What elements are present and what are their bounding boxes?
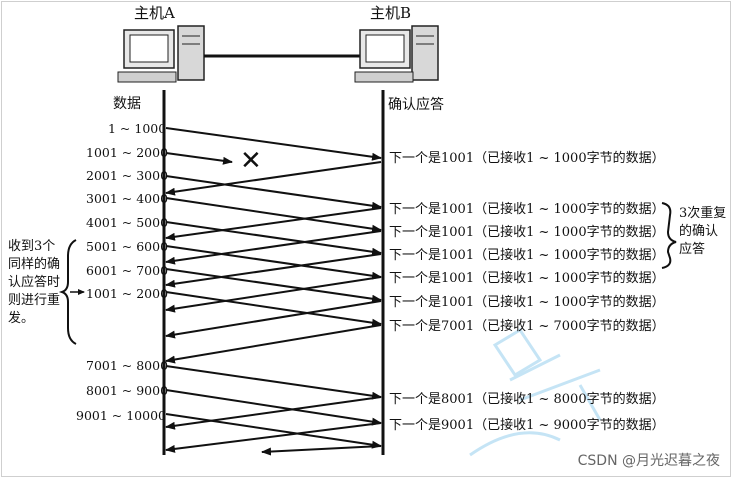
data-arrow: [165, 268, 382, 303]
ack-label: 下一个是1001（已接收1 ~ 1000字节的数据）: [389, 271, 665, 286]
host-a-label: 主机A: [134, 4, 175, 22]
segment-label: 7001 ~ 8000: [86, 358, 169, 373]
data-arrow: [165, 389, 382, 426]
segment-label: 1 ~ 1000: [108, 121, 167, 136]
retransmit-brace: [58, 239, 77, 345]
segment-label: 2001 ~ 3000: [86, 168, 169, 183]
ack-arrow: [165, 207, 382, 241]
ack-label: 下一个是1001（已接收1 ~ 1000字节的数据）: [389, 295, 665, 310]
watermark: CSDN @月光迟暮之夜: [577, 453, 720, 469]
ack-arrow: [165, 396, 382, 430]
triple-ack-note: 3次重复的确认应答: [679, 206, 727, 257]
ack-label: 下一个是1001（已接收1 ~ 1000字节的数据）: [389, 202, 665, 217]
segment-label: 8001 ~ 9000: [86, 383, 169, 398]
host-b-label: 主机B: [370, 4, 412, 22]
ack-label: 下一个是7001（已接收1 ~ 7000字节的数据）: [389, 319, 665, 334]
ack-arrow: [165, 161, 382, 196]
ack-arrow: [165, 230, 382, 265]
ack-arrow: [165, 422, 382, 453]
triple-ack-brace: [661, 202, 677, 269]
data-arrow: [165, 127, 382, 161]
data-arrow: [165, 175, 382, 210]
ack-arrow: [165, 300, 382, 339]
data-arrow: [165, 291, 382, 327]
ack-label: 下一个是1001（已接收1 ~ 1000字节的数据）: [389, 151, 665, 166]
data-arrow: [165, 365, 382, 400]
segment-label: 6001 ~ 7000: [86, 263, 169, 278]
data-column-label: 数据: [113, 96, 141, 112]
data-arrow: [165, 197, 382, 233]
ack-arrow: [165, 253, 382, 288]
segment-label: 1001 ~ 2000: [86, 286, 169, 301]
data-arrow-lost: [165, 152, 233, 165]
ack-label: 下一个是1001（已接收1 ~ 1000字节的数据）: [389, 225, 665, 240]
segment-label: 4001 ~ 5000: [86, 215, 169, 230]
lost-segment-x-icon: ✕: [240, 146, 262, 176]
ack-arrow: [261, 445, 382, 456]
ack-label: 下一个是9001（已接收1 ~ 9000字节的数据）: [389, 418, 665, 433]
computer-b-icon: [354, 25, 439, 83]
retransmit-note: 收到3个同样的确认应答时则进行重发。: [8, 239, 61, 326]
ack-label: 下一个是8001（已接收1 ~ 8000字节的数据）: [389, 392, 665, 407]
data-arrow: [165, 245, 382, 280]
segment-label: 1001 ~ 2000: [86, 145, 169, 160]
ack-column-label: 确认应答: [388, 97, 444, 113]
ack-label: 下一个是1001（已接收1 ~ 1000字节的数据）: [389, 248, 665, 263]
computer-a-icon: [117, 25, 205, 83]
data-arrow: [165, 221, 382, 256]
ack-arrow: [165, 324, 382, 364]
segment-label: 9001 ~ 10000: [76, 408, 166, 423]
data-arrow: [165, 413, 382, 449]
segment-label: 3001 ~ 4000: [86, 191, 169, 206]
hosts-graphics: [117, 25, 439, 83]
ack-arrow: [165, 276, 382, 313]
segment-label: 5001 ~ 6000: [86, 239, 169, 254]
